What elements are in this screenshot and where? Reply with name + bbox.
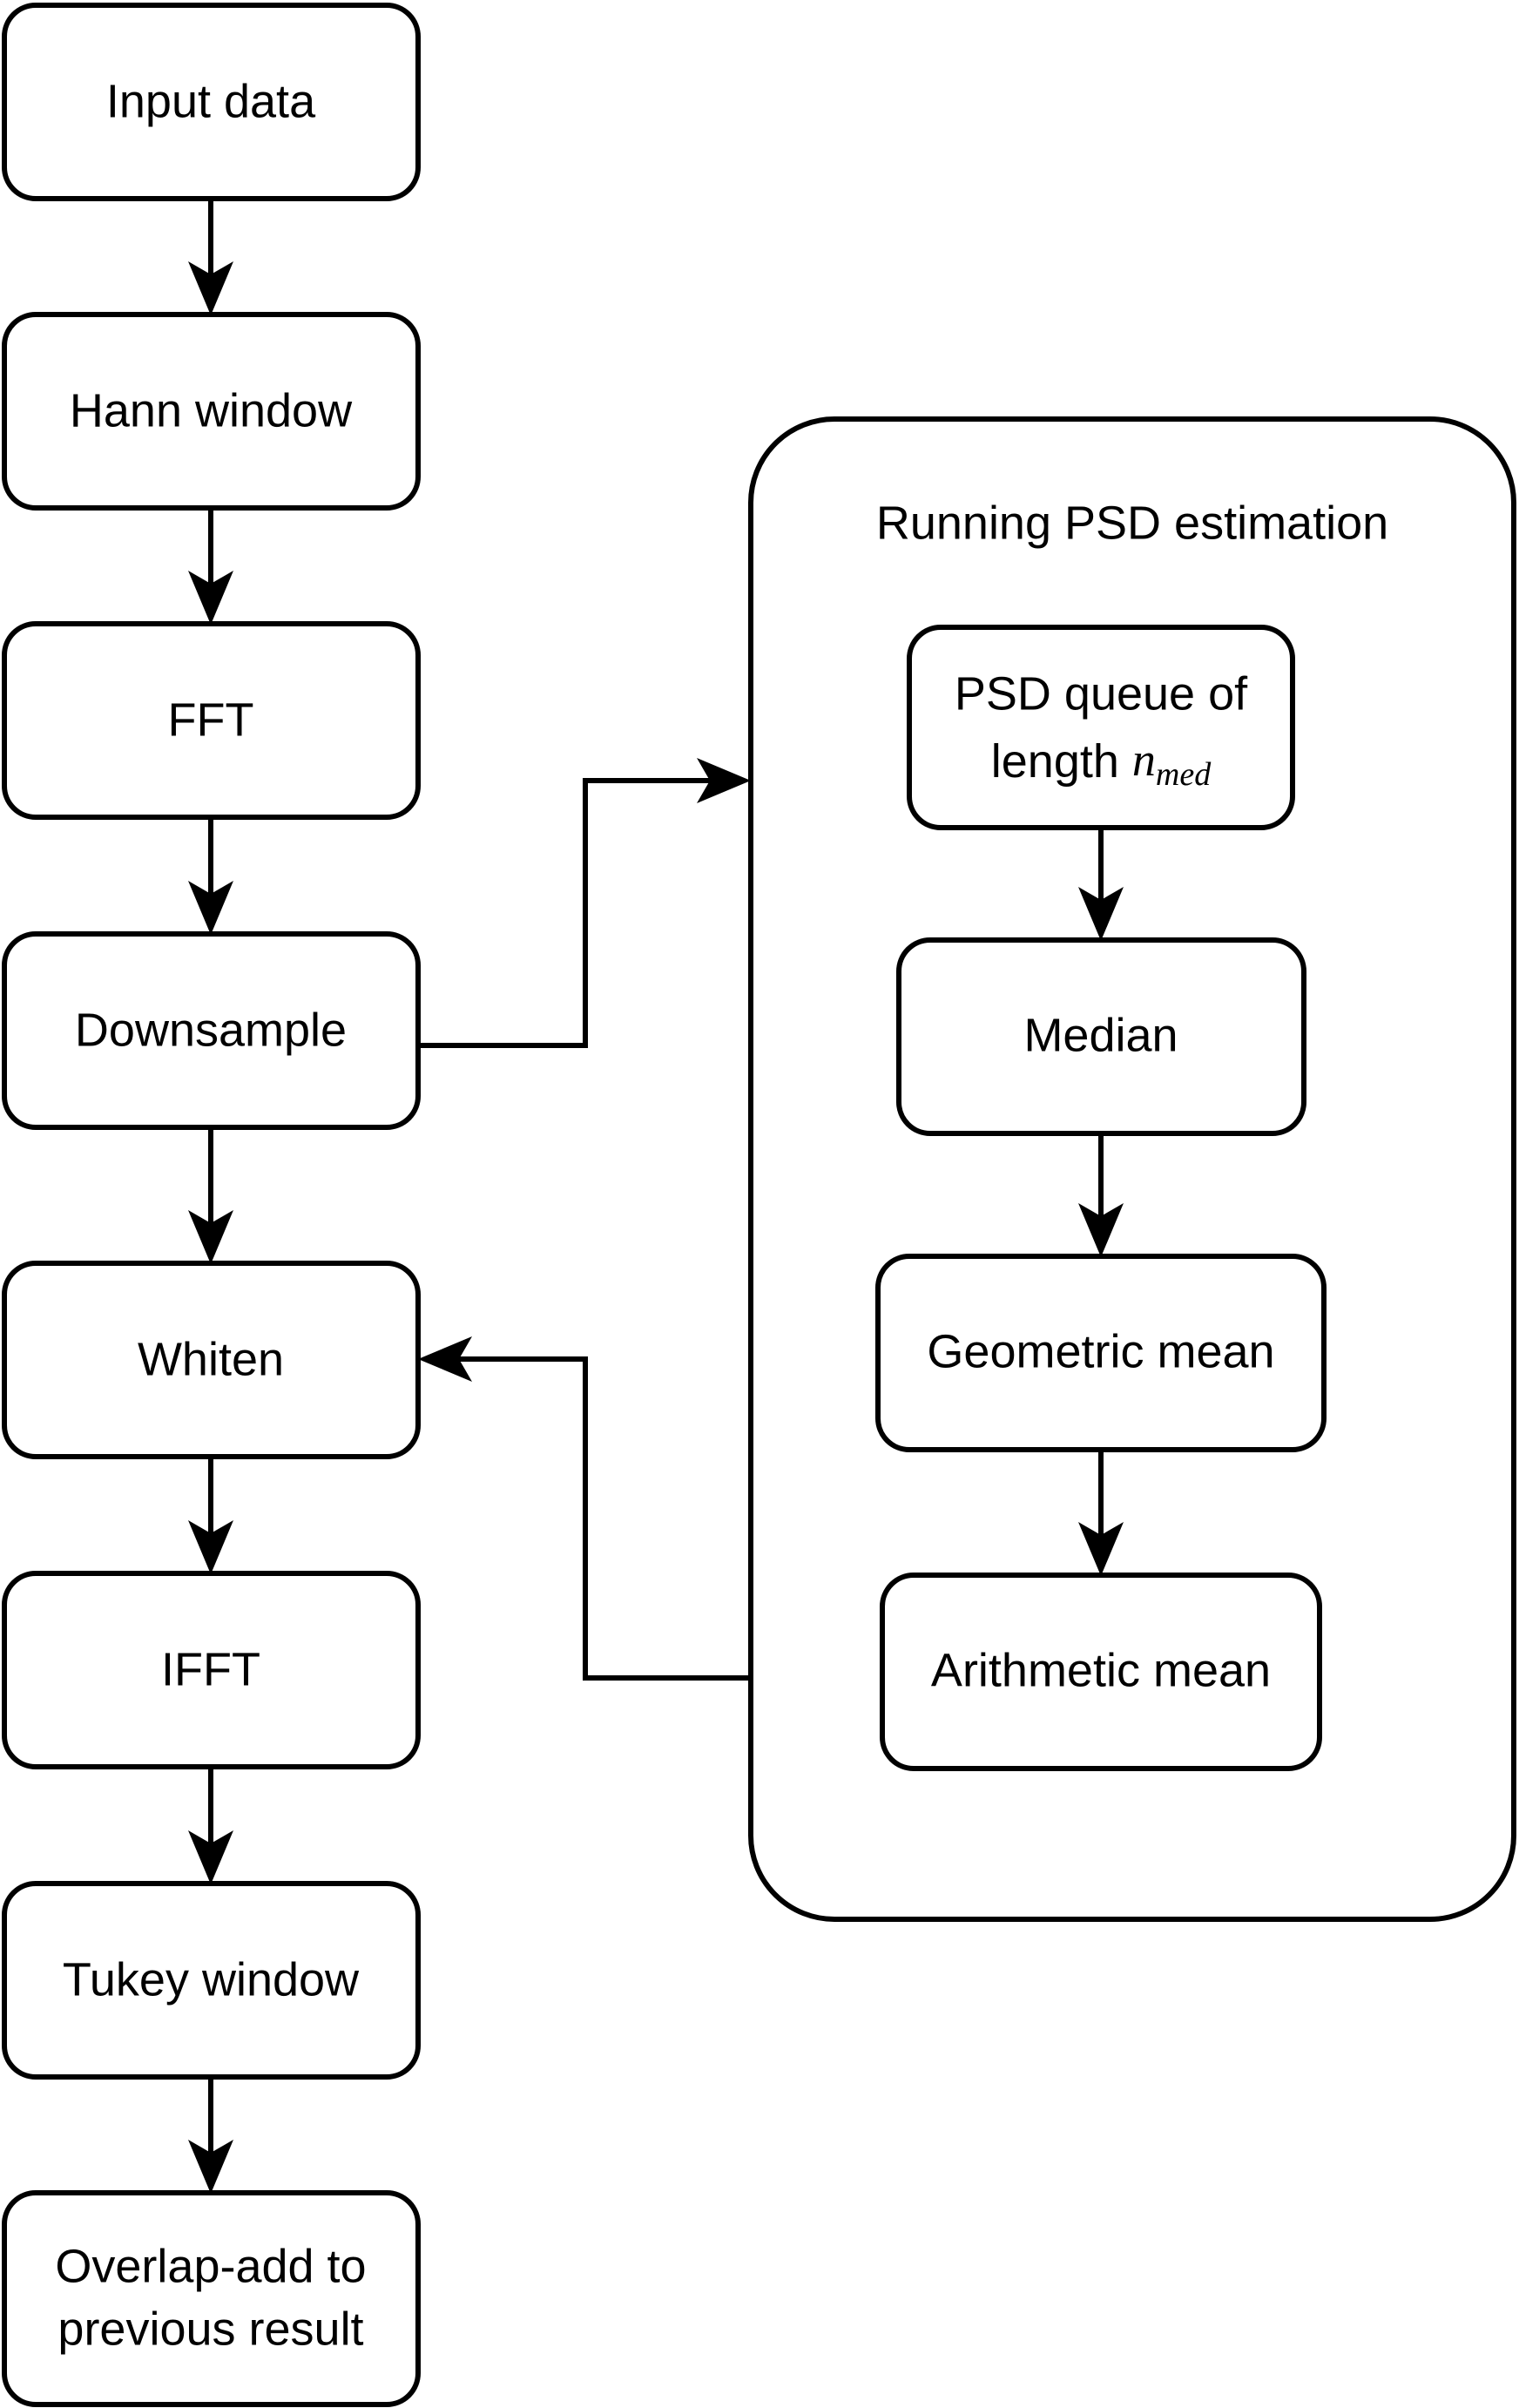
psd-group-panel-box — [748, 416, 1516, 1922]
arrow-head-icon — [188, 1210, 233, 1264]
node-overlap-add[interactable]: Overlap-add to previous result — [2, 2190, 421, 2407]
node-psd-queue-label-var: n — [1132, 734, 1156, 786]
node-fft-label: FFT — [168, 693, 254, 746]
edge-median-to-geometric-mean — [1078, 1133, 1124, 1257]
node-psd-queue-label-prefix: length — [991, 735, 1132, 788]
node-tukey-window[interactable]: Tukey window — [2, 1881, 421, 2080]
edge-psd-group-to-whiten — [418, 1336, 751, 1681]
node-whiten-label: Whiten — [138, 1333, 284, 1385]
edge-hann-window-to-fft — [188, 508, 233, 625]
node-arithmetic-mean[interactable]: Arithmetic mean — [880, 1573, 1322, 1771]
arrow-head-icon — [1078, 887, 1124, 941]
edge-psd-queue-to-median — [1078, 828, 1124, 941]
edge-whiten-to-ifft — [188, 1457, 233, 1574]
edge-ifft-to-tukey-window — [188, 1767, 233, 1884]
node-downsample-label: Downsample — [75, 1004, 347, 1056]
node-arithmetic-mean-label: Arithmetic mean — [931, 1644, 1271, 1696]
node-ifft-label: IFFT — [161, 1643, 260, 1695]
node-overlap-add-label-line1: Overlap-add to — [55, 2240, 366, 2292]
edge-downsample-to-psd-group — [418, 758, 751, 1048]
edge-input-data-to-hann-window — [188, 199, 233, 315]
node-downsample[interactable]: Downsample — [2, 931, 421, 1130]
node-median[interactable]: Median — [896, 937, 1306, 1136]
edge-downsample-to-whiten — [188, 1127, 233, 1264]
arrow-head-icon — [188, 881, 233, 935]
arrow-head-icon — [188, 261, 233, 315]
node-ifft[interactable]: IFFT — [2, 1571, 421, 1769]
node-psd-queue-label-sub: med — [1156, 756, 1212, 793]
psd-group-title: Running PSD estimation — [876, 497, 1388, 549]
node-geometric-mean[interactable]: Geometric mean — [875, 1254, 1327, 1452]
node-overlap-add-box — [2, 2190, 421, 2407]
arrow-head-icon — [1078, 1203, 1124, 1257]
edge-geometric-mean-to-arithmetic-mean — [1078, 1450, 1124, 1576]
arrow-head-icon — [188, 571, 233, 625]
edge-downsample-to-psd-group-path — [418, 778, 732, 1048]
node-hann-window[interactable]: Hann window — [2, 312, 421, 511]
node-psd-queue-label-line1: PSD queue of — [955, 667, 1248, 720]
node-fft[interactable]: FFT — [2, 621, 421, 820]
edge-fft-to-downsample — [188, 817, 233, 935]
edge-psd-group-to-whiten-path — [437, 1356, 751, 1681]
node-whiten[interactable]: Whiten — [2, 1261, 421, 1459]
node-psd-queue-label-line2: length nmed — [991, 734, 1212, 792]
node-geometric-mean-label: Geometric mean — [927, 1325, 1274, 1377]
node-tukey-window-label: Tukey window — [63, 1953, 360, 2006]
arrow-head-icon — [418, 1336, 472, 1382]
arrow-head-icon — [1078, 1522, 1124, 1576]
psd-group-panel: Running PSD estimation — [748, 416, 1516, 1922]
edge-tukey-window-to-overlap-add — [188, 2077, 233, 2194]
node-median-label: Median — [1023, 1009, 1178, 1061]
node-psd-queue-box — [907, 625, 1295, 830]
arrow-head-icon — [697, 758, 751, 803]
node-overlap-add-label-line2: previous result — [57, 2303, 363, 2355]
arrow-head-icon — [188, 1830, 233, 1884]
node-psd-queue[interactable]: PSD queue of length nmed — [907, 625, 1295, 830]
arrow-head-icon — [188, 1520, 233, 1574]
node-input-data[interactable]: Input data — [2, 3, 421, 201]
node-hann-window-label: Hann window — [70, 384, 353, 436]
node-input-data-label: Input data — [106, 75, 316, 127]
arrow-head-icon — [188, 2140, 233, 2194]
